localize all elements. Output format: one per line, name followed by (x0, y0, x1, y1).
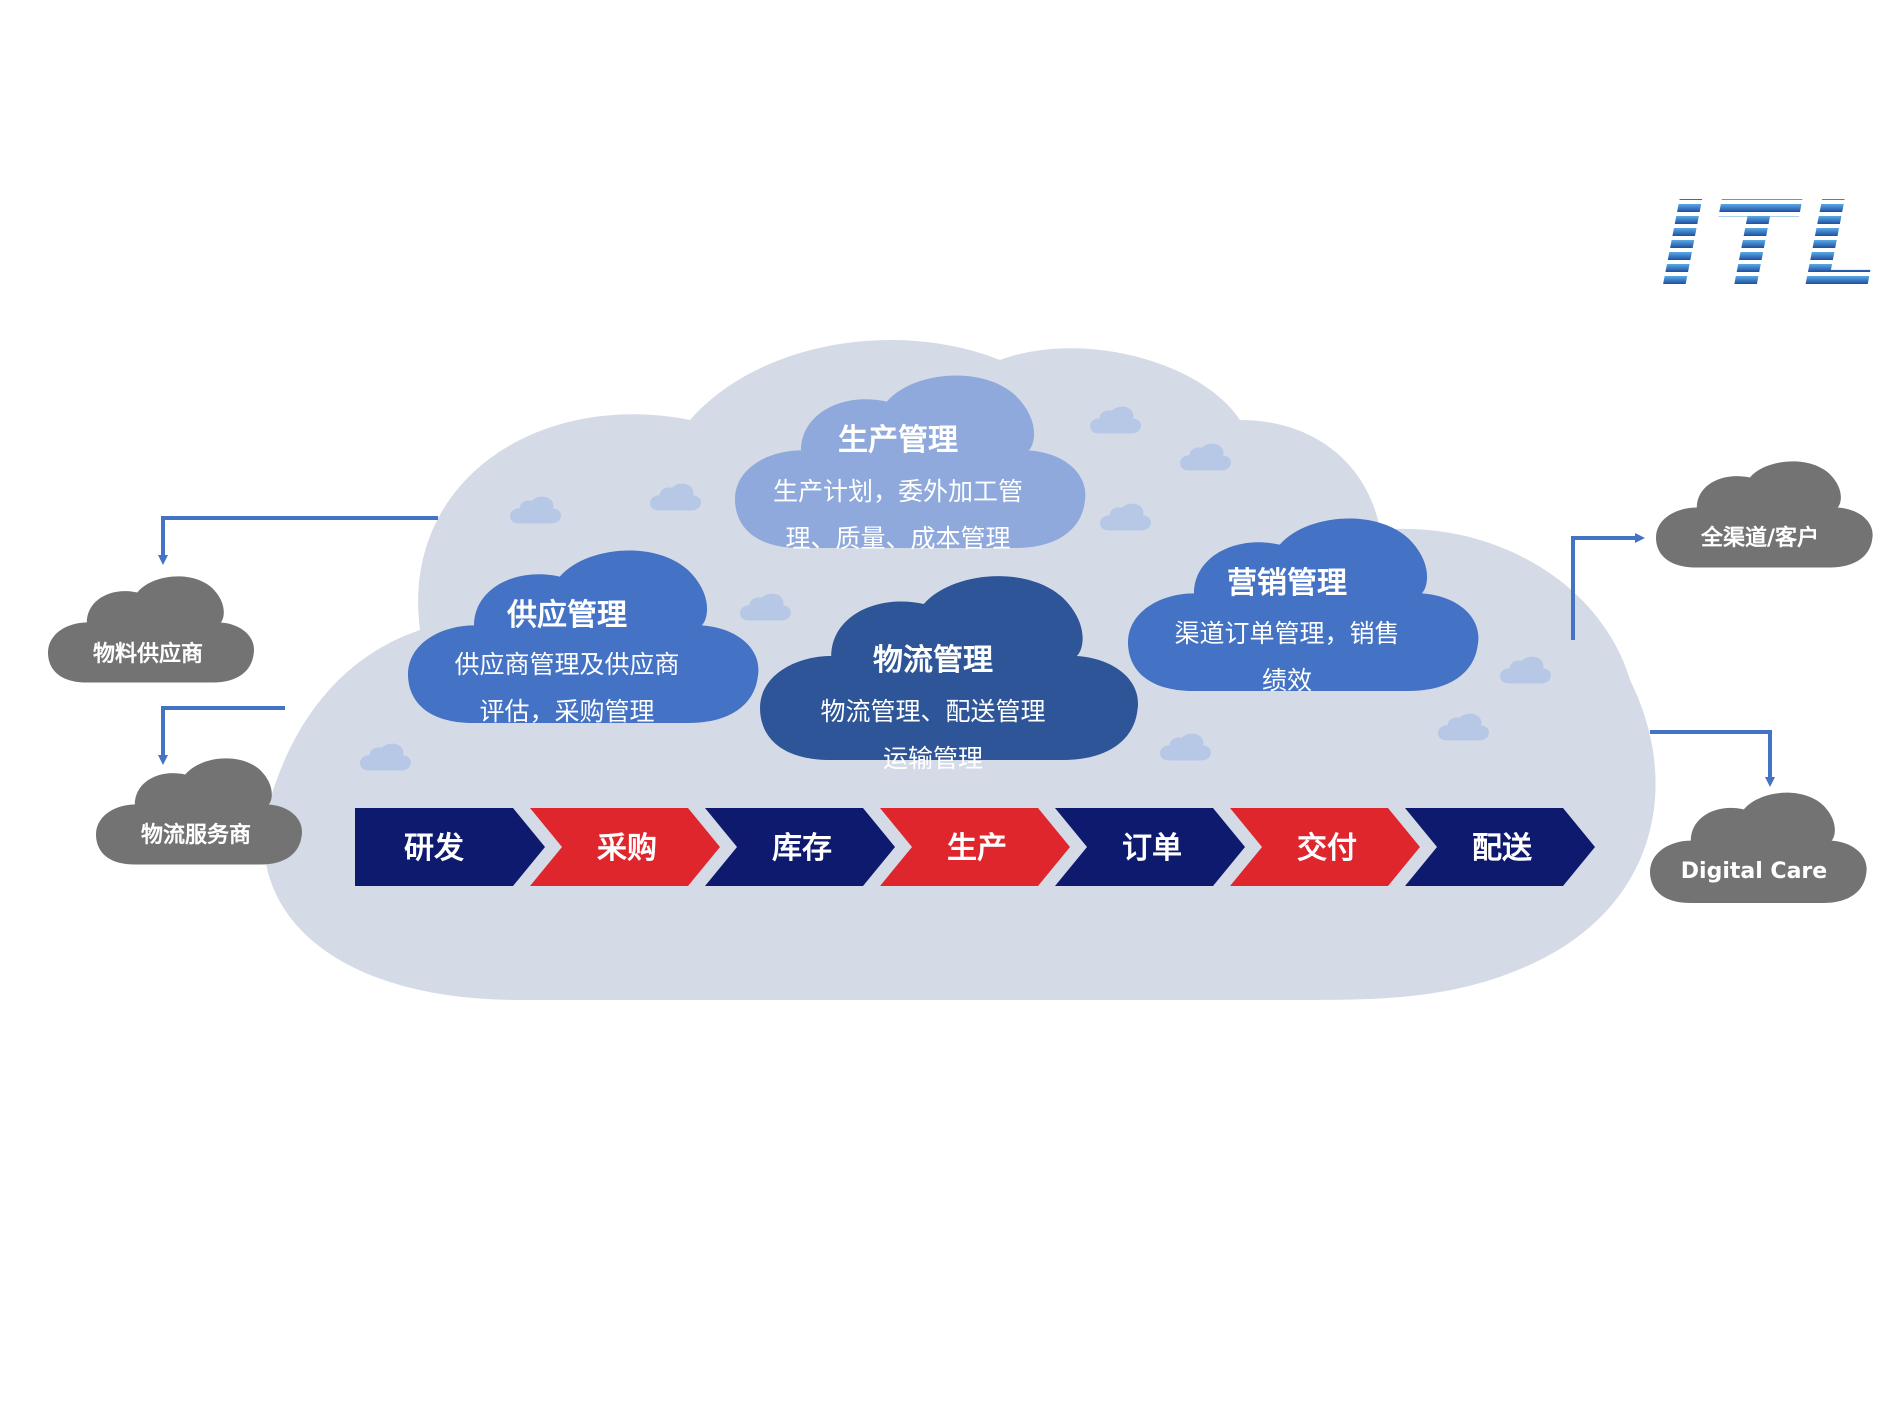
process-step-chevron (1230, 808, 1420, 886)
process-step-label: 库存 (772, 831, 832, 866)
cloud-supply-line-2: 评估，采购管理 (479, 697, 654, 726)
process-step-chevron (1405, 808, 1595, 886)
process-step-chevron (705, 808, 895, 886)
cloud-production-title: 生产管理 (838, 423, 958, 458)
connector-arrows (158, 516, 1775, 787)
process-step-chevron (530, 808, 720, 886)
cloud-supply-title: 供应管理 (506, 598, 627, 633)
cloud-production-line-1: 生产计划，委外加工管 (773, 477, 1023, 506)
cloud-logistics-line-2: 运输管理 (883, 744, 983, 773)
process-step-label: 交付 (1297, 831, 1357, 866)
process-step-label: 采购 (597, 831, 657, 866)
cloud-logistics-title: 物流管理 (873, 643, 993, 678)
cloud-marketing: 营销管理 渠道订单管理，销售 绩效 (1128, 518, 1479, 695)
cloud-production: 生产管理 生产计划，委外加工管 理、质量、成本管理 (735, 375, 1086, 553)
cloud-supply: 供应管理 供应商管理及供应商 评估，采购管理 (408, 550, 759, 726)
cloud-omnichannel: 全渠道/客户 (1656, 461, 1873, 568)
itl-logo: ITL (1660, 177, 1887, 316)
process-step-label: 研发 (404, 831, 464, 866)
process-step-chevron (355, 808, 545, 886)
cloud-logistics: 物流管理 物流管理、配送管理 运输管理 (760, 576, 1139, 773)
cloud-marketing-line-2: 绩效 (1262, 666, 1312, 695)
process-step-label: 配送 (1472, 831, 1532, 866)
cloud-logistics-line-1: 物流管理、配送管理 (820, 697, 1045, 726)
process-step-chevron (1055, 808, 1245, 886)
cloud-marketing-title: 营销管理 (1227, 566, 1347, 601)
process-step-chevron (880, 808, 1070, 886)
cloud-production-line-2: 理、质量、成本管理 (785, 524, 1010, 553)
arrow-to-material-supplier (158, 516, 438, 565)
digital-care-label: Digital Care (1681, 859, 1827, 884)
arrow-to-omnichannel (1571, 533, 1645, 640)
arrow-to-logistics-provider (158, 706, 285, 765)
cloud-supply-line-1: 供应商管理及供应商 (454, 650, 679, 679)
cloud-marketing-line-1: 渠道订单管理，销售 (1174, 619, 1399, 648)
arrow-to-digital-care (1650, 730, 1775, 787)
process-step-label: 生产 (947, 831, 1007, 866)
logistics-provider-label: 物流服务商 (141, 822, 251, 848)
process-step-label: 订单 (1122, 831, 1182, 866)
cloud-material-supplier: 物料供应商 (48, 576, 255, 683)
process-flow: 研发 采购 库存 生产 订单 交付 配送 (355, 808, 1595, 886)
material-supplier-label: 物料供应商 (93, 641, 203, 667)
cloud-digital-care: Digital Care (1650, 792, 1867, 903)
omnichannel-label: 全渠道/客户 (1700, 525, 1819, 551)
cloud-logistics-provider: 物流服务商 (96, 758, 303, 865)
